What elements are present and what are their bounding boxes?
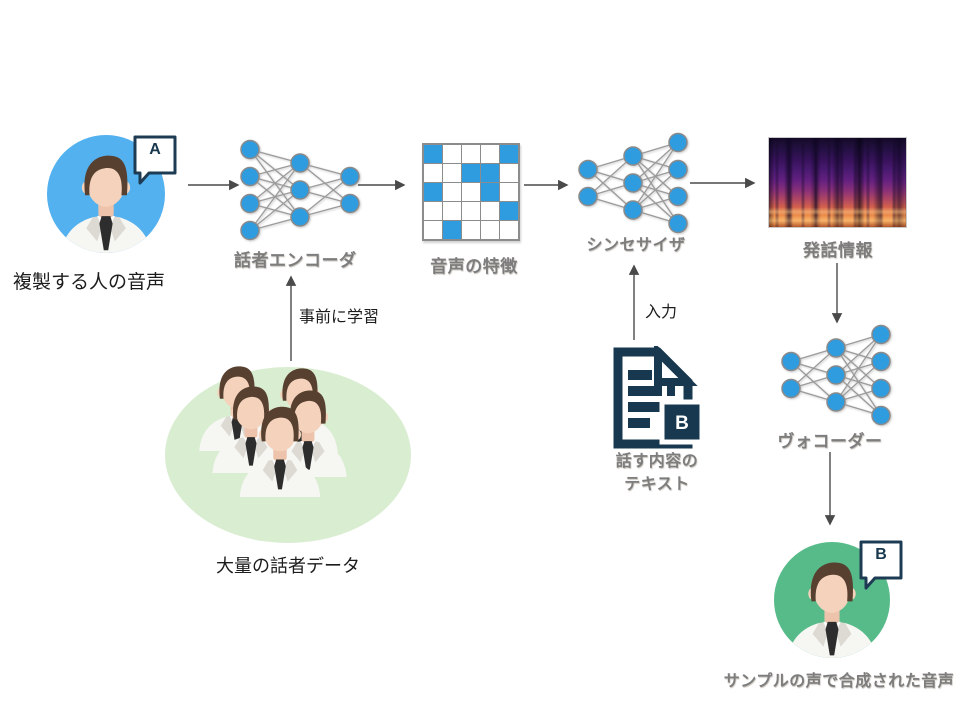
grid-cell bbox=[424, 183, 442, 201]
speech-text-label-line1: 話す内容の bbox=[615, 453, 699, 470]
speech-bubble-a: A bbox=[130, 133, 180, 185]
utterance-info-label: 発話情報 bbox=[803, 241, 873, 260]
speech-bubble-b: B bbox=[856, 538, 906, 590]
grid-cell bbox=[443, 221, 461, 239]
grid-cell bbox=[481, 221, 499, 239]
voice-features-label: 音声の特徴 bbox=[430, 257, 518, 276]
spectrogram-image bbox=[768, 137, 907, 228]
grid-cell bbox=[443, 145, 461, 163]
grid-cell bbox=[500, 183, 518, 201]
grid-cell bbox=[462, 221, 480, 239]
grid-cell bbox=[462, 183, 480, 201]
grid-cell bbox=[481, 145, 499, 163]
document-badge: B bbox=[659, 399, 705, 445]
speaker-encoder-network bbox=[240, 139, 360, 241]
source-speaker-label: 複製する人の音声 bbox=[13, 272, 166, 293]
grid-cell bbox=[481, 164, 499, 182]
input-edge-label: 入力 bbox=[645, 304, 678, 321]
speaker-dataset-illustration bbox=[165, 366, 411, 543]
grid-cell bbox=[424, 145, 442, 163]
speaker-dataset-label: 大量の話者データ bbox=[216, 556, 360, 576]
grid-cell bbox=[500, 164, 518, 182]
grid-cell bbox=[462, 164, 480, 182]
synthesizer-network bbox=[578, 132, 688, 234]
bubble-letter: B bbox=[875, 546, 887, 563]
pretrain-edge-label: 事前に学習 bbox=[299, 309, 380, 326]
speaker-encoder-label: 話者エンコーダ bbox=[234, 251, 357, 270]
vocoder-network bbox=[781, 324, 891, 426]
speech-text-label-line2: テキスト bbox=[624, 476, 690, 494]
synthesizer-label: シンセサイザ bbox=[586, 237, 686, 254]
synthesized-voice-label: サンプルの声で合成された音声 bbox=[723, 673, 955, 690]
vocoder-label: ヴォコーダー bbox=[777, 432, 883, 451]
speech-bubble-icon bbox=[859, 540, 903, 590]
grid-cell bbox=[424, 221, 442, 239]
grid-cell bbox=[424, 202, 442, 220]
grid-cell bbox=[424, 164, 442, 182]
grid-cell bbox=[443, 164, 461, 182]
text-document-icon: B bbox=[613, 346, 705, 449]
bubble-letter: A bbox=[149, 141, 161, 158]
grid-cell bbox=[500, 202, 518, 220]
feature-grid bbox=[422, 143, 520, 241]
speech-text-label: 話す内容の テキスト bbox=[597, 450, 717, 496]
grid-cell bbox=[443, 202, 461, 220]
grid-cell bbox=[481, 202, 499, 220]
grid-cell bbox=[443, 183, 461, 201]
speech-bubble-icon bbox=[133, 135, 177, 185]
grid-cell bbox=[462, 202, 480, 220]
grid-cell bbox=[500, 221, 518, 239]
grid-cell bbox=[500, 145, 518, 163]
badge-letter: B bbox=[675, 413, 689, 434]
grid-cell bbox=[481, 183, 499, 201]
grid-cell bbox=[462, 145, 480, 163]
